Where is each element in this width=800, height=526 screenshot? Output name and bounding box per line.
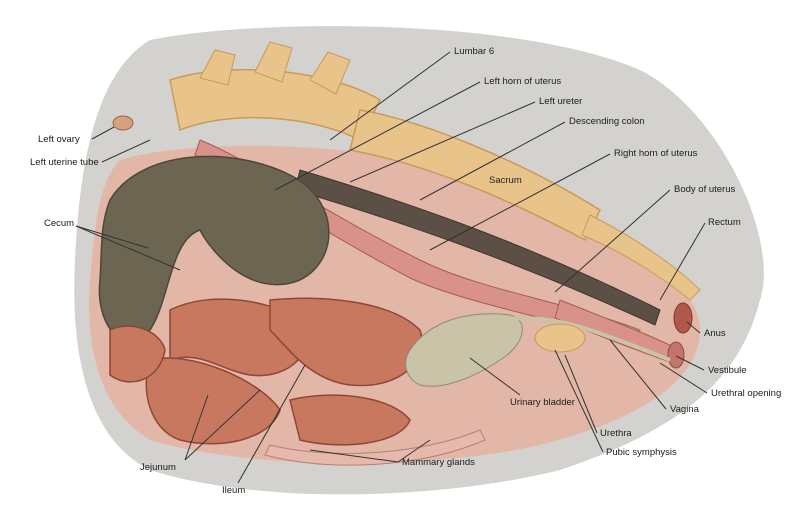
label-cecum: Cecum	[44, 218, 75, 229]
label-vestibule: Vestibule	[708, 365, 747, 376]
vertebra-process	[254, 41, 293, 83]
vestibule	[667, 341, 685, 369]
label-sacrum: Sacrum	[489, 175, 522, 186]
cecum-shape	[98, 155, 330, 342]
label-urethral-opening: Urethral opening	[711, 388, 782, 399]
vertebra-process	[309, 51, 351, 95]
urinary-bladder-shape	[405, 313, 523, 387]
label-ileum: Ileum	[222, 485, 246, 496]
label-body-of-uterus: Body of uterus	[674, 184, 736, 195]
urethra-tube	[499, 316, 671, 362]
label-urinary-bladder: Urinary bladder	[510, 397, 575, 408]
vertebra-process	[199, 49, 236, 86]
label-lumbar-6: Lumbar 6	[454, 46, 495, 57]
spine	[169, 41, 701, 301]
label-jejunum: Jejunum	[140, 462, 176, 473]
label-mammary-glands: Mammary glands	[402, 457, 475, 468]
label-left-ureter: Left ureter	[539, 96, 583, 107]
label-descending-colon: Descending colon	[569, 116, 645, 127]
mammary-glands-shape	[264, 429, 486, 466]
label-left-horn-of-uterus: Left horn of uterus	[484, 76, 562, 87]
label-vagina: Vagina	[670, 404, 699, 415]
anus	[673, 302, 693, 334]
leader-lines	[75, 51, 708, 484]
pubic-symphysis-shape	[534, 323, 586, 353]
left-ovary-shape	[112, 115, 134, 131]
label-left-uterine-tube: Left uterine tube	[30, 157, 99, 168]
tail-vertebrae	[581, 214, 701, 301]
label-urethra: Urethra	[600, 428, 632, 439]
intestine-loops	[109, 297, 423, 446]
label-left-ovary: Left ovary	[38, 134, 80, 145]
label-rectum: Rectum	[708, 217, 741, 228]
label-right-horn-of-uterus: Right horn of uterus	[614, 148, 698, 159]
label-pubic-symphysis: Pubic symphysis	[606, 447, 677, 458]
descending-colon	[294, 169, 661, 326]
label-anus: Anus	[704, 328, 726, 339]
